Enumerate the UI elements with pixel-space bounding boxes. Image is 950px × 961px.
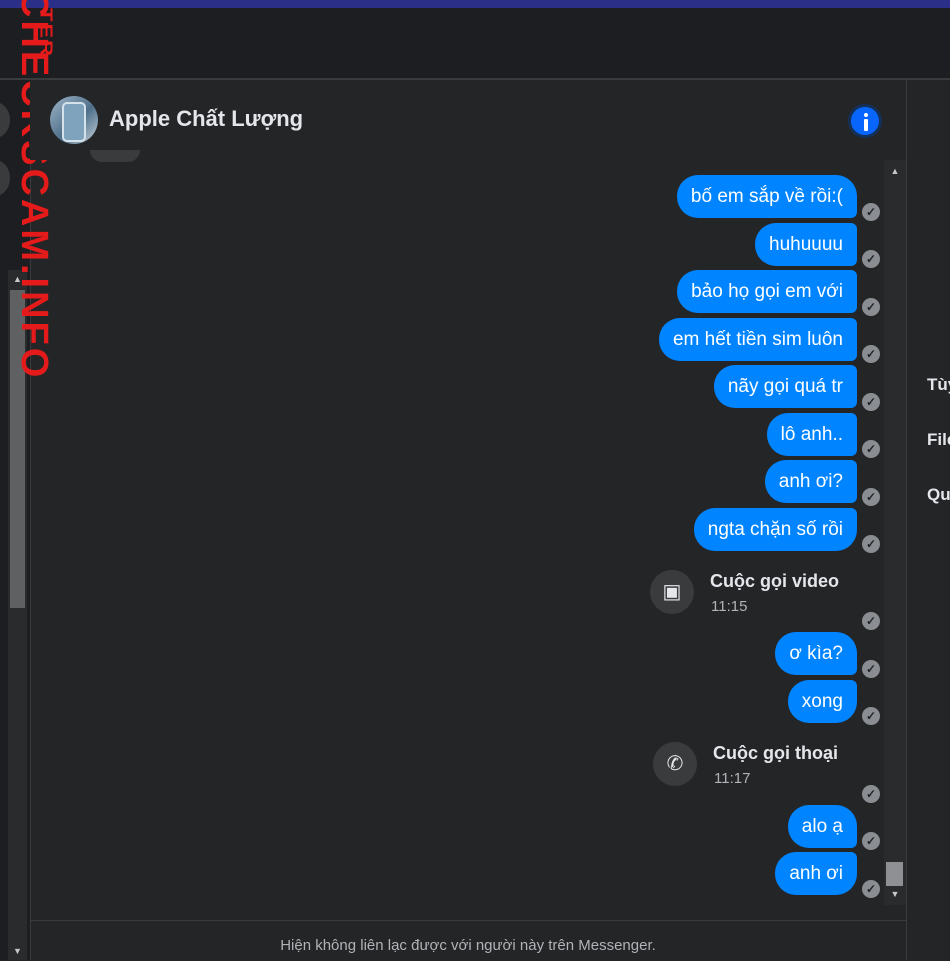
left-scrollbar-thumb[interactable] [10, 290, 25, 608]
seen-check-icon: ✓ [862, 880, 880, 898]
seen-check-icon: ✓ [862, 612, 880, 630]
cropped-message [90, 150, 140, 162]
call-title[interactable]: Cuộc gọi thoại [713, 743, 838, 763]
seen-check-icon: ✓ [862, 488, 880, 506]
seen-check-icon: ✓ [862, 298, 880, 316]
panel-item-customize[interactable]: Tùy [927, 375, 950, 394]
message-bubble[interactable]: xong [787, 680, 857, 723]
scroll-down-arrow-icon[interactable]: ▼ [890, 889, 900, 899]
seen-check-icon: ✓ [862, 832, 880, 850]
chat-scrollbar-thumb[interactable] [886, 862, 903, 886]
info-icon[interactable] [848, 104, 882, 138]
missed-voice-call-icon[interactable]: ✆ [653, 742, 697, 786]
unavailable-notice: Hiện không liên lạc được với người này t… [280, 937, 656, 954]
conversation-header: Apple Chất Lượng [30, 80, 906, 160]
composer-notice: Hiện không liên lạc được với người này t… [30, 920, 906, 961]
message-bubble[interactable]: bảo họ gọi em với [677, 270, 857, 313]
message-bubble[interactable]: alo ạ [787, 805, 857, 848]
message-bubble[interactable]: huhuuuu [755, 223, 857, 266]
seen-check-icon: ✓ [862, 535, 880, 553]
watermark-small-text: TER [36, 8, 57, 58]
contact-avatar[interactable] [50, 96, 98, 144]
call-title[interactable]: Cuộc gọi video [710, 571, 840, 591]
message-bubble[interactable]: anh ơi? [764, 460, 857, 503]
watermark-text: CHECKSCAM.INFO [13, 0, 55, 381]
message-bubble[interactable]: em hết tiền sim luôn [658, 318, 857, 361]
scroll-up-arrow-icon[interactable]: ▲ [13, 274, 22, 284]
message-bubble[interactable]: nãy gọi quá tr [713, 365, 857, 408]
seen-check-icon: ✓ [862, 660, 880, 678]
left-scrollbar[interactable]: ▲ ▼ [8, 270, 27, 960]
seen-check-icon: ✓ [862, 345, 880, 363]
contact-name[interactable]: Apple Chất Lượng [109, 106, 304, 131]
rail-avatar-2[interactable] [0, 160, 10, 196]
scroll-down-arrow-icon[interactable]: ▼ [13, 946, 22, 956]
top-bar [0, 8, 950, 80]
seen-check-icon: ✓ [862, 393, 880, 411]
seen-check-icon: ✓ [862, 250, 880, 268]
message-bubble[interactable]: ơ kìa? [775, 632, 857, 675]
right-details-panel: Tùy File Qu [906, 80, 950, 960]
call-time: 11:15 [711, 598, 748, 615]
chat-scrollbar[interactable]: ▲ ▼ [884, 160, 906, 905]
scroll-up-arrow-icon[interactable]: ▲ [890, 166, 900, 176]
seen-check-icon: ✓ [862, 707, 880, 725]
panel-item-files[interactable]: File [927, 430, 950, 449]
message-bubble[interactable]: bố em sắp về rồi:( [676, 175, 857, 218]
call-time: 11:17 [714, 770, 751, 787]
watermark: TER CHECKSCAM.INFO [6, 0, 56, 380]
window-top-stripe [0, 0, 950, 8]
missed-video-call-icon[interactable]: ▣ [650, 570, 694, 614]
message-list: bố em sắp về rồi:( ✓ huhuuuu ✓ bảo họ gọ… [30, 150, 884, 905]
message-bubble[interactable]: anh ơi [775, 852, 857, 895]
message-bubble[interactable]: ngta chặn số rồi [693, 508, 857, 551]
message-bubble[interactable]: lô anh.. [766, 413, 857, 456]
seen-check-icon: ✓ [862, 785, 880, 803]
seen-check-icon: ✓ [862, 203, 880, 221]
rail-avatar-1[interactable] [0, 102, 10, 138]
seen-check-icon: ✓ [862, 440, 880, 458]
panel-item-privacy[interactable]: Qu [927, 485, 950, 504]
